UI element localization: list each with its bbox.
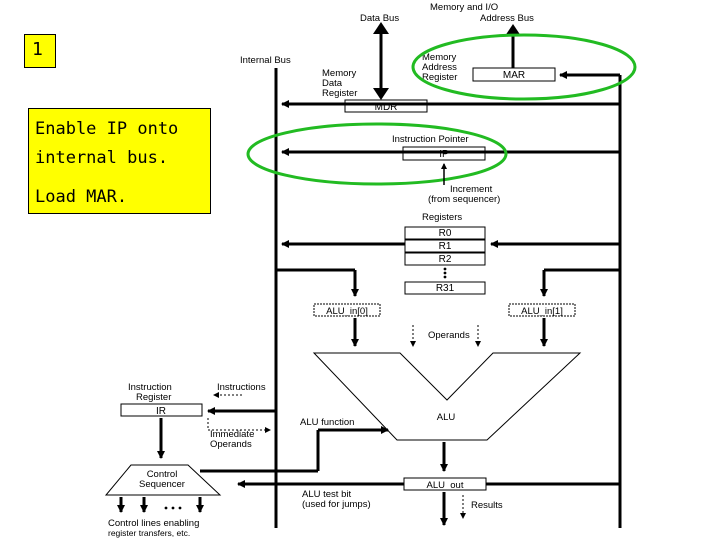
mar-highlight-ring <box>411 33 637 101</box>
ellipsis-dot <box>443 275 447 279</box>
alu-label: ALU <box>437 412 456 423</box>
register-r31 <box>404 281 486 295</box>
register-r0-label: R0 <box>439 228 452 239</box>
alu-in0-register <box>313 303 381 317</box>
memory-io-label: Memory and I/O <box>430 2 498 13</box>
step-number: 1 <box>32 39 43 60</box>
alu-test-bit-note: (used for jumps) <box>302 499 371 510</box>
ellipsis-dot <box>443 267 447 271</box>
ellipsis-dot <box>171 506 175 510</box>
control-lines-label: Control lines enabling <box>108 518 199 529</box>
alu-test-bit-label: ALU test bit <box>302 489 351 500</box>
register-r2 <box>404 252 486 266</box>
mar-caption-1: Memory <box>422 52 457 63</box>
control-sequencer <box>104 464 222 496</box>
step-number-box: 1 <box>24 34 56 68</box>
instruction-note: Enable IP onto internal bus. Load MAR. <box>28 108 211 214</box>
operands-small-label: Operands <box>210 439 252 450</box>
data-bus-arrow-down <box>373 88 389 100</box>
register-r31-label: R31 <box>436 283 455 294</box>
ellipsis-dot <box>178 506 182 510</box>
ir-label: IR <box>156 406 166 417</box>
sequencer-label-2: Sequencer <box>139 479 185 490</box>
mdr-label: MDR <box>375 102 398 113</box>
address-bus-arrow <box>505 24 521 36</box>
internal-bus-label: Internal Bus <box>240 55 291 66</box>
ellipsis-dot <box>443 271 447 275</box>
mar-caption-2: Address <box>422 62 457 73</box>
sequencer-label-1: Control <box>147 469 178 480</box>
ip-caption: Instruction Pointer <box>392 134 469 145</box>
mdr-caption-3: Register <box>322 88 357 99</box>
note-line-1: Enable IP onto <box>35 119 179 139</box>
ip-highlight-ring <box>246 122 508 186</box>
mdr-caption-2: Data <box>322 78 343 89</box>
alu-in1-register <box>508 303 576 317</box>
increment-label: Increment <box>450 184 493 195</box>
address-bus-label: Address Bus <box>480 13 534 24</box>
mdr-caption-1: Memory <box>322 68 357 79</box>
note-line-2: internal bus. <box>35 148 169 168</box>
alu-unit <box>312 352 582 441</box>
ellipsis-dot <box>164 506 168 510</box>
ir-register <box>120 403 203 417</box>
register-r2-label: R2 <box>439 254 452 265</box>
register-r1 <box>404 239 486 253</box>
ir-caption-1: Instruction <box>128 382 172 393</box>
alu-in0-label: ALU_in[0] <box>326 306 368 317</box>
alu-function-label: ALU function <box>300 417 354 428</box>
control-lines-note: register transfers, etc. <box>108 528 190 538</box>
register-r1-label: R1 <box>439 241 452 252</box>
data-bus-label: Data Bus <box>360 13 399 24</box>
ip-label: IP <box>439 149 449 160</box>
results-label: Results <box>471 500 503 511</box>
immediate-label: Immediate <box>210 429 254 440</box>
instructions-label: Instructions <box>217 382 266 393</box>
register-r0 <box>404 226 486 240</box>
ir-caption-2: Register <box>136 392 171 403</box>
alu-in1-label: ALU_in[1] <box>521 306 563 317</box>
operands-label: Operands <box>428 330 470 341</box>
data-bus-arrow-up <box>373 22 389 34</box>
alu-out-label: ALU_out <box>427 480 464 491</box>
mar-label: MAR <box>503 70 525 81</box>
mar-register <box>472 67 556 82</box>
increment-source-label: (from sequencer) <box>428 194 500 205</box>
registers-caption: Registers <box>422 212 462 223</box>
mar-caption-3: Register <box>422 72 457 83</box>
note-line-3: Load MAR. <box>35 187 128 207</box>
